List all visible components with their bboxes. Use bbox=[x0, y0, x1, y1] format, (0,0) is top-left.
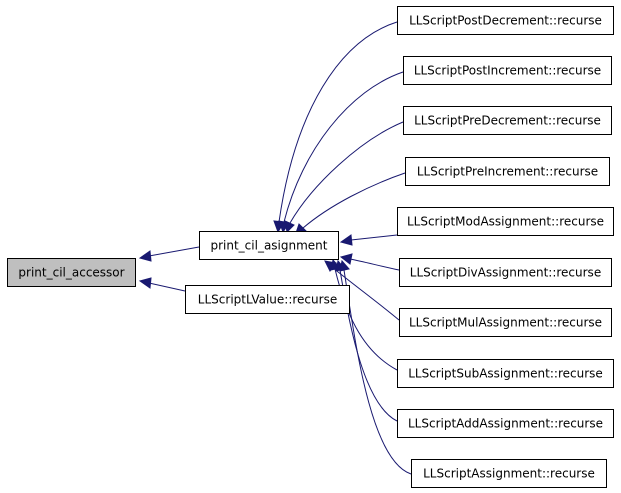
edge-n2-to-n0 bbox=[148, 282, 186, 292]
edge-arrowhead bbox=[339, 259, 350, 272]
node-box[interactable] bbox=[7, 258, 136, 287]
node-box[interactable] bbox=[397, 6, 614, 35]
graph-node[interactable]: LLScriptAssignment::recurse bbox=[411, 459, 607, 488]
node-box[interactable] bbox=[403, 106, 612, 135]
node-label: print_cil_accessor bbox=[18, 266, 124, 280]
node-label: LLScriptPostDecrement::recurse bbox=[409, 14, 602, 28]
edge-n7-to-n1 bbox=[350, 234, 398, 241]
edge-n6-to-n1 bbox=[302, 172, 406, 229]
node-label: LLScriptPreDecrement::recurse bbox=[414, 114, 601, 128]
node-box[interactable] bbox=[403, 56, 612, 85]
edge-arrowhead bbox=[138, 277, 152, 289]
node-label: LLScriptAddAssignment::recurse bbox=[408, 417, 603, 431]
edge-n8-to-n1 bbox=[349, 258, 400, 271]
graph-node[interactable]: print_cil_accessor bbox=[7, 258, 136, 287]
graph-node[interactable]: LLScriptModAssignment::recurse bbox=[397, 207, 614, 236]
edge-arrowhead bbox=[284, 220, 295, 234]
edge-n9-to-n1 bbox=[331, 266, 400, 321]
edge-n3-to-n1 bbox=[278, 21, 398, 223]
node-label: LLScriptMulAssignment::recurse bbox=[409, 316, 602, 330]
node-label: LLScriptAssignment::recurse bbox=[423, 467, 595, 481]
edges-layer bbox=[138, 21, 412, 475]
node-label: LLScriptLValue::recurse bbox=[198, 293, 337, 307]
graph-node[interactable]: LLScriptMulAssignment::recurse bbox=[399, 308, 612, 337]
graph-node[interactable]: LLScriptPreIncrement::recurse bbox=[405, 157, 610, 186]
graph-node[interactable]: LLScriptAddAssignment::recurse bbox=[397, 409, 614, 438]
edge-n1-to-n0 bbox=[148, 246, 200, 257]
nodes-layer: print_cil_accessorprint_cil_asignmentLLS… bbox=[7, 6, 614, 488]
graph-node[interactable]: print_cil_asignment bbox=[199, 231, 339, 260]
graph-node[interactable]: LLScriptPreDecrement::recurse bbox=[403, 106, 612, 135]
graph-node[interactable]: LLScriptPostDecrement::recurse bbox=[397, 6, 614, 35]
node-box[interactable] bbox=[399, 308, 612, 337]
edge-arrowhead bbox=[339, 253, 353, 265]
edge-arrowhead bbox=[339, 234, 353, 246]
node-box[interactable] bbox=[397, 359, 614, 388]
node-box[interactable] bbox=[397, 409, 614, 438]
node-box[interactable] bbox=[399, 258, 612, 287]
graph-node[interactable]: LLScriptDivAssignment::recurse bbox=[399, 258, 612, 287]
edge-n5-to-n1 bbox=[289, 121, 404, 224]
graph-node[interactable]: LLScriptLValue::recurse bbox=[185, 285, 350, 314]
node-label: LLScriptSubAssignment::recurse bbox=[408, 367, 603, 381]
node-label: print_cil_asignment bbox=[210, 239, 327, 253]
edge-n10-to-n1 bbox=[334, 268, 398, 371]
node-label: LLScriptDivAssignment::recurse bbox=[410, 266, 601, 280]
node-label: LLScriptModAssignment::recurse bbox=[407, 215, 604, 229]
edge-n4-to-n1 bbox=[283, 71, 404, 223]
graph-node[interactable]: LLScriptPostIncrement::recurse bbox=[403, 56, 612, 85]
graph-node[interactable]: LLScriptSubAssignment::recurse bbox=[397, 359, 614, 388]
node-box[interactable] bbox=[405, 157, 610, 186]
node-box[interactable] bbox=[185, 285, 350, 314]
edge-arrowhead bbox=[138, 250, 152, 262]
node-box[interactable] bbox=[397, 207, 614, 236]
node-label: LLScriptPostIncrement::recurse bbox=[414, 64, 601, 78]
node-box[interactable] bbox=[411, 459, 607, 488]
node-label: LLScriptPreIncrement::recurse bbox=[417, 165, 598, 179]
node-box[interactable] bbox=[199, 231, 339, 260]
